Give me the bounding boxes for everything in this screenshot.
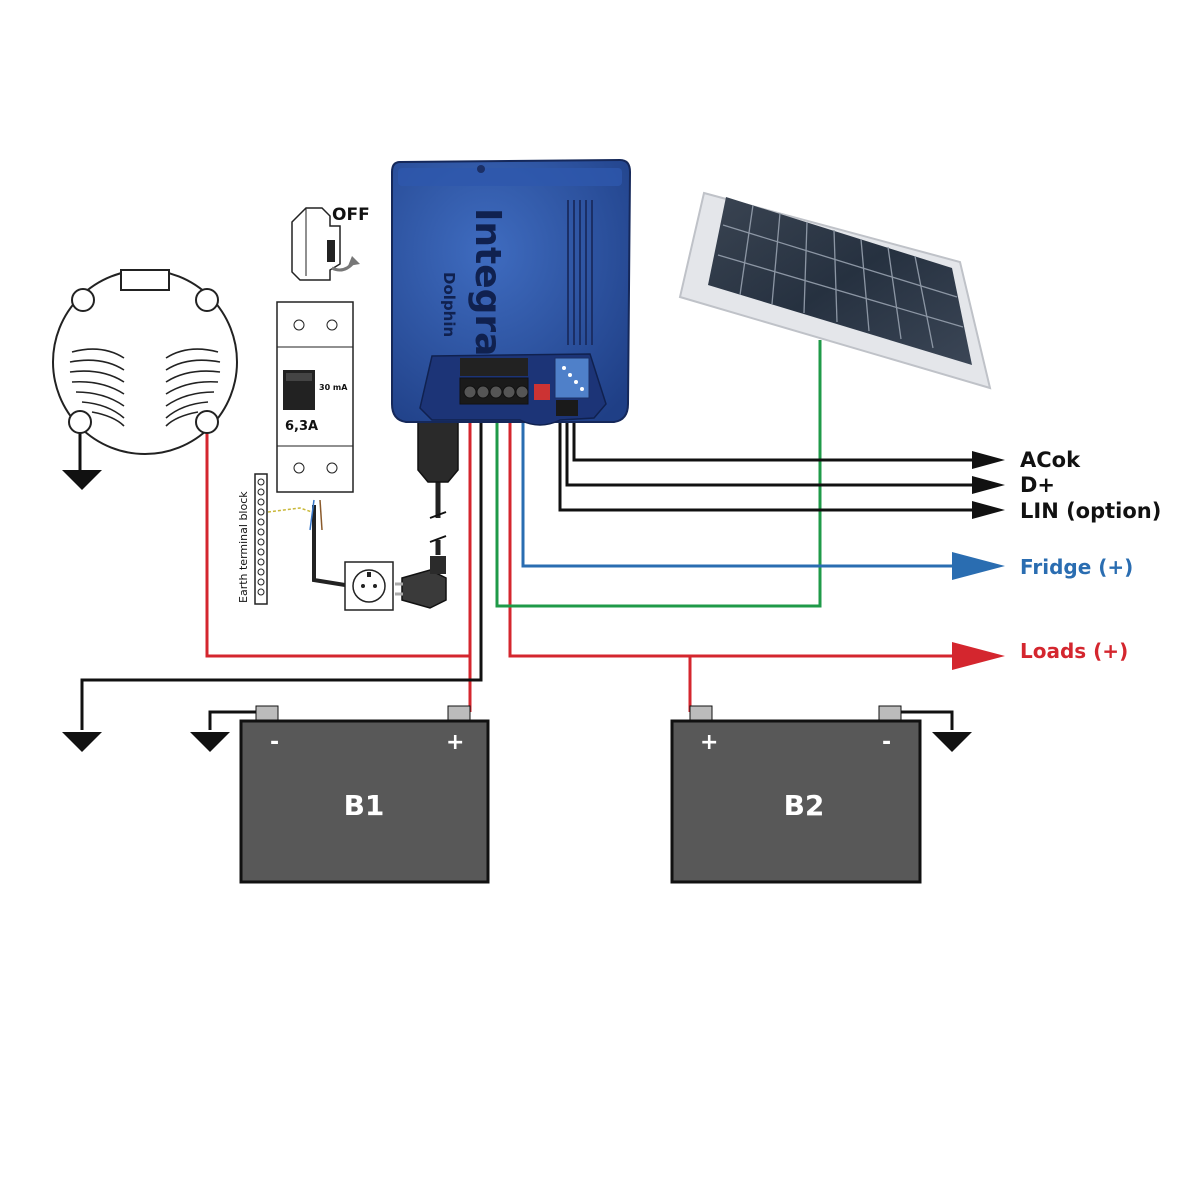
- arrow-loads: [952, 642, 1005, 670]
- breaker-blue-wire: [309, 499, 315, 531]
- solar-panel-cells: [708, 197, 972, 365]
- b1-plus-terminal: [447, 705, 471, 721]
- label-lin: LIN (option): [1020, 499, 1161, 523]
- heater-vents-left: [69, 348, 125, 427]
- label-fridge: Fridge (+): [1020, 555, 1133, 579]
- heater-vents-right: [165, 348, 221, 427]
- b2-name: B2: [784, 789, 825, 822]
- b2-minus-terminal: [878, 705, 902, 721]
- mains-socket: [344, 561, 394, 611]
- earth-terminal-block: Earth terminal block: [237, 473, 268, 605]
- wire-solar: [495, 340, 822, 608]
- ground-icon: [190, 732, 230, 752]
- charger-brand: Integral: [467, 208, 508, 369]
- battery-b1: - + B1: [239, 705, 490, 884]
- ground-icon: [932, 732, 972, 752]
- wire-fridge: [521, 395, 958, 568]
- heater-mount-hole: [195, 410, 219, 434]
- heater-top-tab: [120, 269, 170, 291]
- heater-mount-hole: [195, 288, 219, 312]
- wire-b2-minus-ground: [890, 710, 954, 730]
- breaker-toggle: [327, 240, 335, 262]
- plug-body: [401, 569, 447, 609]
- label-loads: Loads (+): [1020, 639, 1128, 663]
- wires: [78, 340, 975, 730]
- label-dplus: D+: [1020, 473, 1055, 497]
- arrow-dplus: [972, 476, 1005, 494]
- rcd-rating: 6,3A: [285, 419, 318, 434]
- heater-mount-hole: [68, 410, 92, 434]
- wire-acok: [572, 415, 975, 462]
- wire-lin: [558, 415, 975, 512]
- terminal-block: [460, 358, 528, 376]
- dip-switch: [534, 384, 550, 400]
- b1-minus-label: -: [270, 730, 279, 755]
- solar-panel-grid: [717, 204, 964, 349]
- charger-screw: [477, 165, 485, 173]
- charger-model: Dolphin: [440, 272, 458, 337]
- arrow-lin: [972, 501, 1005, 519]
- battery-b2: + - B2: [670, 705, 922, 884]
- b2-plus-label: +: [700, 730, 718, 755]
- ground-symbols: [62, 470, 972, 752]
- b2-minus-label: -: [882, 730, 891, 755]
- b2-plus-terminal: [689, 705, 713, 721]
- b1-name: B1: [344, 789, 385, 822]
- signal-plug: [556, 400, 578, 416]
- breaker-brown-wire: [319, 499, 323, 531]
- round-heater-unit: [52, 269, 238, 455]
- solar-panel: [678, 191, 992, 390]
- arrow-acok: [972, 451, 1005, 469]
- ground-icon: [62, 470, 102, 490]
- earth-block-label: Earth terminal block: [237, 491, 250, 603]
- earth-wire-yellow: [267, 507, 313, 513]
- b1-plus-label: +: [446, 730, 464, 755]
- wire-b1-minus-ground: [208, 710, 265, 730]
- battery-b2-body: [670, 719, 922, 884]
- charger-ribs: [567, 200, 593, 345]
- battery-b1-body: [239, 719, 490, 884]
- wire-charger-to-loads: [508, 395, 958, 658]
- heater-mount-hole: [71, 288, 95, 312]
- wire-ground-common: [80, 395, 483, 730]
- breaker-to-socket-cable: [312, 505, 346, 587]
- ground-icon: [62, 732, 102, 752]
- breaker-off-illustration: OFF: [291, 205, 370, 281]
- output-arrows: [952, 451, 1005, 670]
- rcd-breaker: 30 mA 6,3A: [276, 301, 354, 493]
- breaker-state-label: OFF: [332, 205, 370, 225]
- mains-plug: [395, 556, 447, 609]
- wire-fan-to-b1-plus: [205, 425, 470, 658]
- b1-minus-terminal: [255, 705, 279, 721]
- label-acok: ACok: [1020, 448, 1081, 472]
- wire-dplus: [565, 415, 975, 487]
- output-labels: ACok D+ LIN (option) Fridge (+) Loads (+…: [1020, 448, 1161, 663]
- integral-dolphin-charger: Integral Dolphin: [391, 158, 632, 426]
- terminal-screws: [459, 377, 529, 405]
- arrow-fridge: [952, 552, 1005, 580]
- rcd-sensitivity: 30 mA: [319, 383, 348, 392]
- signal-connector: [554, 357, 590, 399]
